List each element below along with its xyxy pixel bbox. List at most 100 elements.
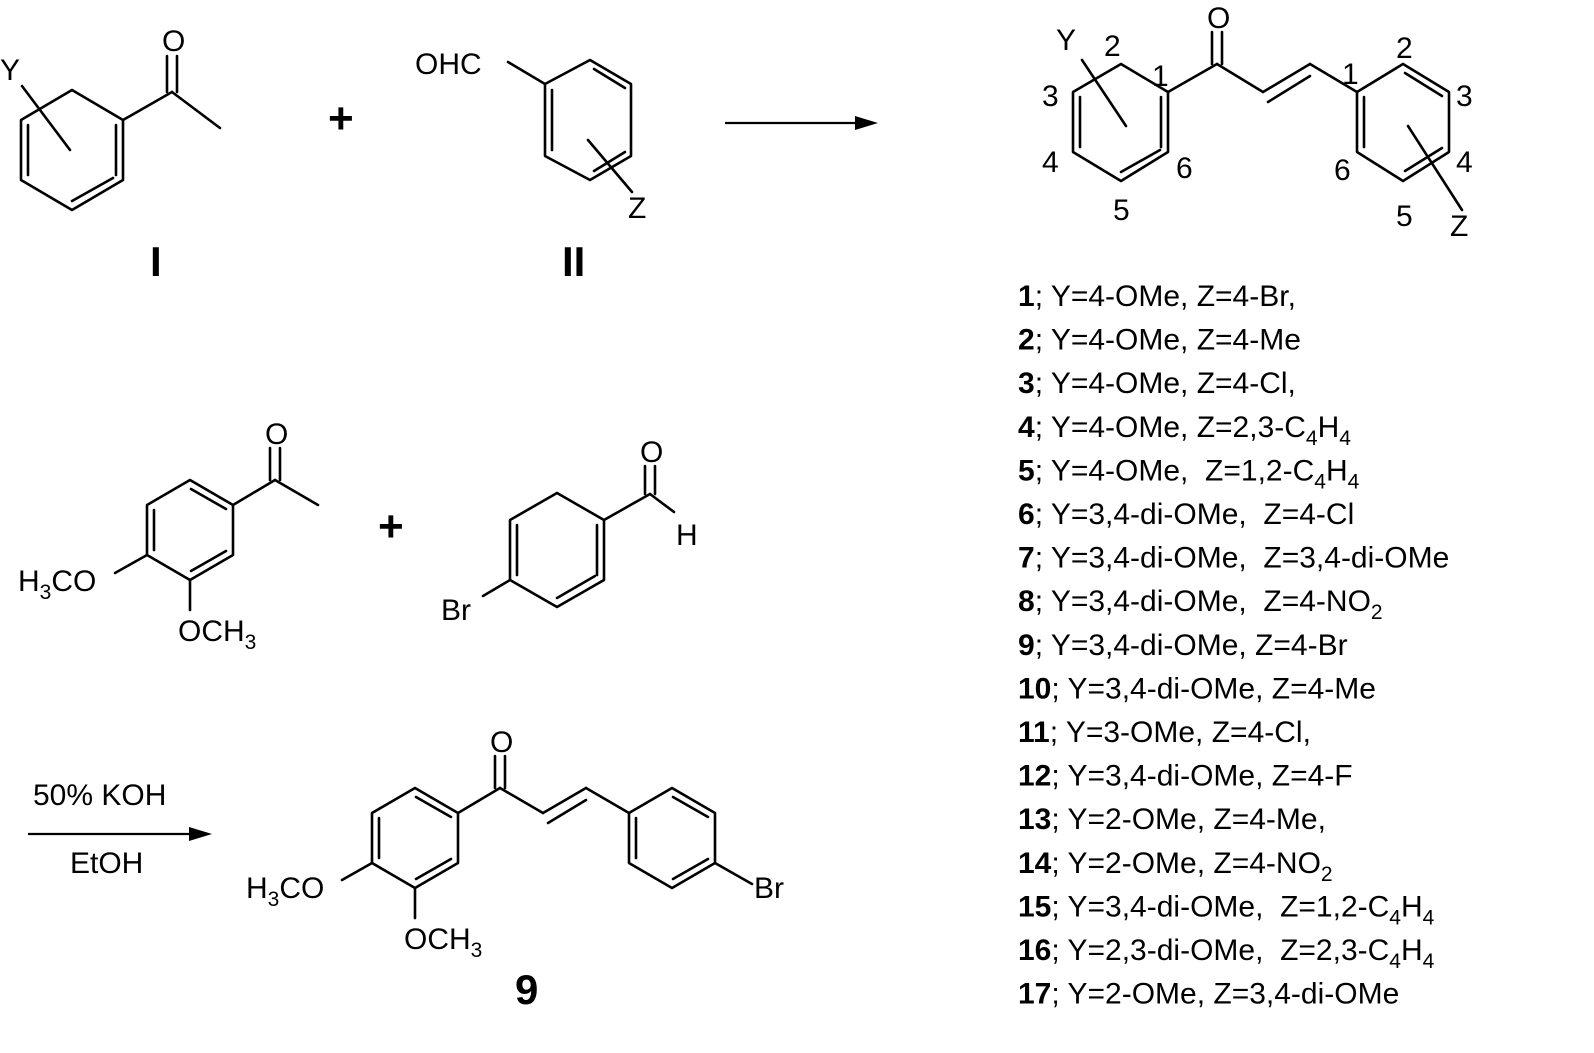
ring-a-locant: 3 xyxy=(1042,80,1059,113)
formula-part: H xyxy=(1401,890,1423,923)
reaction-arrow xyxy=(725,116,878,130)
ring-a xyxy=(370,786,460,890)
compound-number: 7 xyxy=(1018,542,1035,575)
benzene-ring xyxy=(19,88,125,212)
subscript: 4 xyxy=(1306,427,1318,450)
compound-entry-16: 16; Y=2,3-di-OMe, Z=2,3-C4H4 xyxy=(1018,934,1435,973)
reagent-label: 50% KOH xyxy=(33,779,166,812)
compound-entry-17: 17; Y=2-OMe, Z=3,4-di-OMe xyxy=(1018,978,1399,1011)
reactant-I-structure: O Y xyxy=(0,25,222,212)
compound-substituents: ; Y=2-OMe, Z=3,4-di-OMe xyxy=(1051,978,1399,1011)
meta-methoxy-label: OCH3 xyxy=(404,923,482,962)
compound-number: 14 xyxy=(1018,847,1052,880)
compound-entry-5: 5; Y=4-OMe, Z=1,2-C4H4 xyxy=(1018,454,1360,493)
compound-entry-13: 13; Y=2-OMe, Z=4-Me, xyxy=(1018,803,1326,836)
oxygen-label: O xyxy=(1207,2,1230,35)
compound-number: 15 xyxy=(1018,890,1051,923)
meta-methoxy-label: OCH3 xyxy=(178,615,256,654)
subscript: 4 xyxy=(1423,950,1435,973)
compound-entry-4: 4; Y=4-OMe, Z=2,3-C4H4 xyxy=(1018,411,1351,450)
chalcone-general-structure: O Y Z 1 2 3 4 5 6 1 2 3 4 5 6 xyxy=(1042,2,1473,243)
compound-substituents: ; Y=3,4-di-OMe, Z=4-NO xyxy=(1035,585,1371,618)
compound-number: 5 xyxy=(1018,454,1035,487)
aldehyde-label: OHC xyxy=(415,48,482,81)
compound-substituents: ; Y=4-OMe, Z=2,3-C xyxy=(1035,411,1306,444)
compound-substituents: ; Y=3,4-di-OMe, Z=3,4-di-OMe xyxy=(1035,542,1450,575)
compound-entry-10: 10; Y=3,4-di-OMe, Z=4-Me xyxy=(1018,672,1376,705)
compound-number: 13 xyxy=(1018,803,1051,836)
compound-entry-6: 6; Y=3,4-di-OMe, Z=4-Cl xyxy=(1018,498,1354,531)
dimethoxyacetophenone-structure: O H3CO OCH3 xyxy=(18,418,320,654)
compound-number: 9 xyxy=(1018,629,1035,662)
hydrogen-label: H xyxy=(676,519,698,552)
solvent-label: EtOH xyxy=(70,847,143,880)
compound-entry-14: 14; Y=2-OMe, Z=4-NO2 xyxy=(1018,847,1333,886)
reactant-II-structure: OHC Z xyxy=(415,48,646,225)
z-substituent-label: Z xyxy=(1450,210,1468,243)
bromine-label: Br xyxy=(441,594,471,627)
compound-number: 6 xyxy=(1018,498,1035,531)
z-substituent-label: Z xyxy=(628,192,646,225)
ring-a-locant: 5 xyxy=(1113,194,1130,227)
formula-part: H xyxy=(1318,411,1340,444)
compound-number: 11 xyxy=(1018,716,1050,749)
oxygen-label: O xyxy=(162,25,185,58)
ring-b-locant: 3 xyxy=(1456,80,1473,113)
compound-substituents: ; Y=3-OMe, Z=4-Cl, xyxy=(1050,716,1311,749)
ring-b-locant: 4 xyxy=(1456,146,1473,179)
ring-a xyxy=(1071,62,1170,183)
benzene-ring xyxy=(543,58,633,182)
formula-part: H xyxy=(1401,934,1423,967)
ring-a-locant: 1 xyxy=(1152,60,1169,93)
compound-entry-1: 1; Y=4-OMe, Z=4-Br, xyxy=(1018,280,1296,313)
compound-entry-8: 8; Y=3,4-di-OMe, Z=4-NO2 xyxy=(1018,585,1383,624)
compound-entry-7: 7; Y=3,4-di-OMe, Z=3,4-di-OMe xyxy=(1018,542,1449,575)
benzene-ring xyxy=(145,478,235,582)
subscript: 4 xyxy=(1314,470,1326,493)
ring-a-locant: 6 xyxy=(1176,152,1193,185)
compound-number: 4 xyxy=(1018,411,1035,444)
oxygen-label: O xyxy=(490,726,513,759)
compound-substituents: ; Y=3,4-di-OMe, Z=1,2-C xyxy=(1051,890,1389,923)
compound-entry-11: 11; Y=3-OMe, Z=4-Cl, xyxy=(1018,716,1311,749)
compound-entry-12: 12; Y=3,4-di-OMe, Z=4-F xyxy=(1018,760,1353,793)
subscript: 4 xyxy=(1339,427,1351,450)
oxygen-label: O xyxy=(640,436,663,469)
formula-part: H xyxy=(1326,454,1348,487)
compound-substituents: ; Y=3,4-di-OMe, Z=4-Me xyxy=(1051,672,1376,705)
para-methoxy-label: H3CO xyxy=(18,565,96,604)
compound-number: 1 xyxy=(1018,280,1035,313)
compound-list: 1; Y=4-OMe, Z=4-Br,2; Y=4-OMe, Z=4-Me3; … xyxy=(1018,280,1449,1011)
plus-sign: + xyxy=(378,502,404,551)
compound-substituents: ; Y=2,3-di-OMe, Z=2,3-C xyxy=(1051,934,1389,967)
ring-b-locant: 6 xyxy=(1334,154,1351,187)
para-methoxy-label: H3CO xyxy=(246,872,324,911)
bromine-label: Br xyxy=(754,872,784,905)
compound-number: 3 xyxy=(1018,367,1035,400)
compound-entry-9: 9; Y=3,4-di-OMe, Z=4-Br xyxy=(1018,629,1348,662)
ring-b-locant: 2 xyxy=(1396,32,1413,65)
compound-number: 12 xyxy=(1018,760,1051,793)
compound-number: 16 xyxy=(1018,934,1051,967)
compound-number: 17 xyxy=(1018,978,1051,1011)
compound-label-I: I xyxy=(150,238,162,285)
compound-number: 10 xyxy=(1018,672,1051,705)
benzene-ring xyxy=(508,491,606,609)
bromobenzaldehyde-structure: O H Br xyxy=(441,436,698,627)
compound-entry-15: 15; Y=3,4-di-OMe, Z=1,2-C4H4 xyxy=(1018,890,1435,929)
ring-b-locant: 5 xyxy=(1396,200,1413,233)
subscript: 4 xyxy=(1389,950,1401,973)
ring-b-locant: 1 xyxy=(1342,58,1359,91)
plus-sign: + xyxy=(328,94,354,143)
compound-entry-2: 2; Y=4-OMe, Z=4-Me xyxy=(1018,324,1301,357)
subscript: 4 xyxy=(1348,470,1360,493)
compound-substituents: ; Y=3,4-di-OMe, Z=4-Br xyxy=(1035,629,1348,662)
subscript: 2 xyxy=(1321,863,1333,886)
ring-b xyxy=(627,786,717,890)
compound-label-9: 9 xyxy=(515,966,538,1013)
y-substituent-label: Y xyxy=(0,54,20,87)
compound-substituents: ; Y=4-OMe, Z=4-Cl, xyxy=(1035,367,1296,400)
y-substituent-label: Y xyxy=(1056,24,1076,57)
compound-substituents: ; Y=2-OMe, Z=4-Me, xyxy=(1051,803,1326,836)
